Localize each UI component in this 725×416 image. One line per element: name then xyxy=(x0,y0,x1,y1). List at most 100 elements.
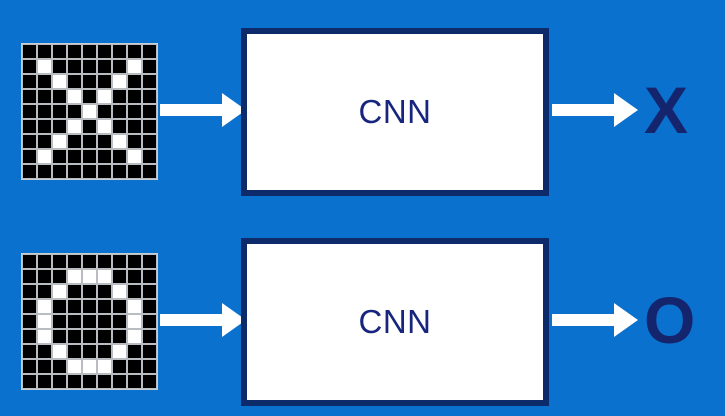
pixel-cell xyxy=(142,269,156,284)
pixel-cell xyxy=(23,314,37,329)
pixel-cell xyxy=(67,314,82,329)
pixel-cell xyxy=(97,45,112,59)
pixel-cell xyxy=(82,59,97,74)
pixel-cell xyxy=(37,89,52,104)
x-pixel-grid-cells xyxy=(22,44,157,179)
pixel-cell xyxy=(82,299,97,314)
pixel-cell xyxy=(37,134,52,149)
pixel-cell xyxy=(142,134,156,149)
arrow-grid-to-cnn-o xyxy=(160,300,246,340)
pixel-cell xyxy=(52,74,67,89)
pixel-cell xyxy=(142,149,156,164)
o-pixel-grid-cells xyxy=(22,254,157,389)
cnn-label-o: CNN xyxy=(358,303,432,340)
pixel-cell xyxy=(112,269,127,284)
pixel-cell xyxy=(97,329,112,344)
pixel-cell xyxy=(82,344,97,359)
pixel-cell xyxy=(97,164,112,178)
pixel-cell xyxy=(127,329,142,344)
pixel-cell xyxy=(23,104,37,119)
pixel-cell xyxy=(52,255,67,269)
pixel-cell xyxy=(52,314,67,329)
pixel-cell xyxy=(23,119,37,134)
pixel-cell xyxy=(23,299,37,314)
pixel-cell xyxy=(82,164,97,178)
pixel-cell xyxy=(82,284,97,299)
pixel-cell xyxy=(142,299,156,314)
pixel-cell xyxy=(52,374,67,388)
pixel-cell xyxy=(52,299,67,314)
arrow-cnn-to-output-x xyxy=(552,90,638,130)
pixel-cell xyxy=(37,74,52,89)
cnn-model-box-o: CNN xyxy=(241,238,549,406)
pixel-cell xyxy=(112,149,127,164)
pixel-cell xyxy=(142,255,156,269)
pixel-cell xyxy=(97,344,112,359)
pixel-cell xyxy=(112,45,127,59)
pixel-cell xyxy=(127,255,142,269)
pixel-cell xyxy=(67,45,82,59)
pixel-cell xyxy=(127,104,142,119)
pixel-cell xyxy=(23,344,37,359)
pixel-cell xyxy=(97,255,112,269)
pixel-cell xyxy=(37,255,52,269)
pixel-cell xyxy=(52,359,67,374)
pixel-cell xyxy=(112,329,127,344)
pixel-cell xyxy=(112,284,127,299)
pixel-cell xyxy=(67,59,82,74)
pixel-cell xyxy=(52,329,67,344)
pixel-cell xyxy=(142,74,156,89)
pixel-cell xyxy=(52,134,67,149)
pixel-cell xyxy=(23,134,37,149)
pixel-cell xyxy=(52,119,67,134)
o-pixel-grid xyxy=(21,253,158,390)
pixel-cell xyxy=(127,74,142,89)
pixel-cell xyxy=(67,134,82,149)
pixel-cell xyxy=(127,59,142,74)
cnn-label-x: CNN xyxy=(358,93,432,130)
pixel-cell xyxy=(67,344,82,359)
pixel-cell xyxy=(97,299,112,314)
pixel-cell xyxy=(67,164,82,178)
pixel-cell xyxy=(97,119,112,134)
pixel-cell xyxy=(23,149,37,164)
pixel-cell xyxy=(97,284,112,299)
pixel-cell xyxy=(23,255,37,269)
arrow-cnn-to-output-o xyxy=(552,300,638,340)
pixel-cell xyxy=(67,374,82,388)
pixel-cell xyxy=(112,59,127,74)
pixel-cell xyxy=(142,284,156,299)
pixel-cell xyxy=(127,299,142,314)
pixel-cell xyxy=(82,374,97,388)
pixel-cell xyxy=(67,149,82,164)
pixel-cell xyxy=(67,119,82,134)
pixel-cell xyxy=(23,284,37,299)
pixel-cell xyxy=(142,164,156,178)
pixel-cell xyxy=(112,299,127,314)
pixel-cell xyxy=(23,89,37,104)
pixel-cell xyxy=(127,359,142,374)
pixel-cell xyxy=(127,344,142,359)
pixel-cell xyxy=(142,119,156,134)
pixel-cell xyxy=(52,344,67,359)
pixel-cell xyxy=(37,104,52,119)
pixel-cell xyxy=(37,149,52,164)
pixel-cell xyxy=(52,45,67,59)
pixel-cell xyxy=(112,104,127,119)
pixel-cell xyxy=(23,164,37,178)
pixel-cell xyxy=(112,119,127,134)
output-label-x: X xyxy=(644,73,689,147)
pipeline-row-x: CNN X xyxy=(0,12,725,196)
pixel-cell xyxy=(127,89,142,104)
pixel-cell xyxy=(127,134,142,149)
pixel-cell xyxy=(23,269,37,284)
pixel-cell xyxy=(112,164,127,178)
pixel-cell xyxy=(37,374,52,388)
pixel-cell xyxy=(67,329,82,344)
pixel-cell xyxy=(67,269,82,284)
pixel-cell xyxy=(67,255,82,269)
pixel-cell xyxy=(82,74,97,89)
pixel-cell xyxy=(112,359,127,374)
pixel-cell xyxy=(82,104,97,119)
